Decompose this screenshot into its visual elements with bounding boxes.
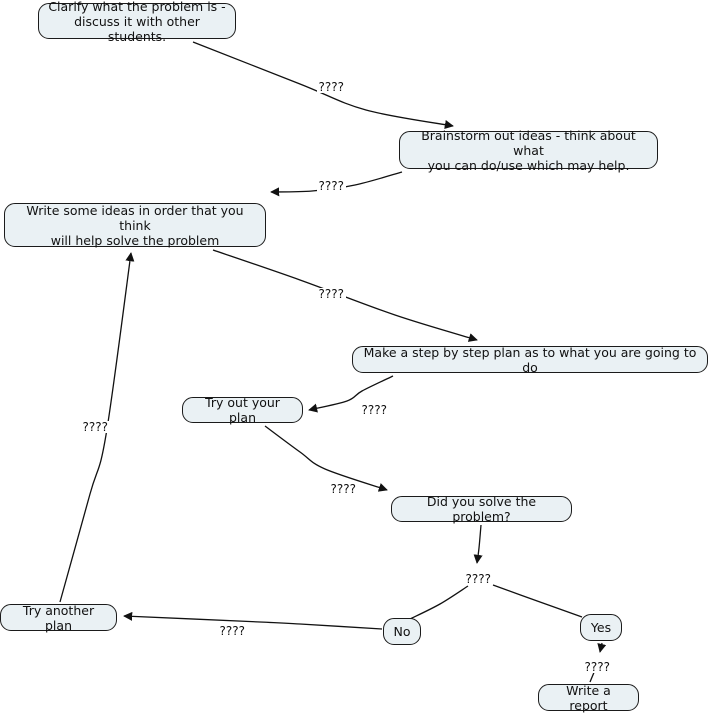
edge-label-try-another-to-write-ideas: ????: [80, 420, 110, 434]
node-brainstorm[interactable]: Brainstorm out ideas - think about what …: [399, 128, 658, 173]
node-no[interactable]: No: [383, 618, 421, 645]
edge-no-to-try-another: [123, 611, 383, 630]
edge-yes-to-write-report: [597, 642, 607, 653]
node-solved[interactable]: Did you solve the problem?: [391, 494, 572, 524]
node-yes[interactable]: Yes: [580, 614, 622, 641]
edge-label-no-to-try-another: ????: [217, 624, 247, 638]
node-try-plan[interactable]: Try out your plan: [182, 395, 303, 425]
node-write-report[interactable]: Write a report: [538, 683, 639, 713]
edge-label-write-ideas-to-step-plan: ????: [316, 287, 346, 301]
node-clarify[interactable]: Clarify what the problem is - discuss it…: [38, 0, 236, 44]
edge-branch-to-yes: [492, 584, 583, 618]
edge-label-step-plan-to-try-plan: ????: [359, 403, 389, 417]
edge-solved-branch: [473, 524, 483, 564]
edge-label-clarify-to-brainstorm: ????: [316, 80, 346, 94]
node-try-another[interactable]: Try another plan: [0, 603, 117, 633]
node-write-ideas[interactable]: Write some ideas in order that you think…: [4, 203, 266, 248]
node-step-plan[interactable]: Make a step by step plan as to what you …: [352, 345, 708, 375]
edge-label-brainstorm-to-write-ideas: ????: [316, 179, 346, 193]
edge-label-try-plan-to-solved: ????: [328, 482, 358, 496]
edge-branch-to-no: [409, 585, 469, 620]
edge-label-solved-branch: ????: [463, 572, 493, 586]
edge-try-plan-to-solved: [264, 425, 388, 492]
edge-label-yes-to-write-report: ????: [582, 660, 612, 674]
